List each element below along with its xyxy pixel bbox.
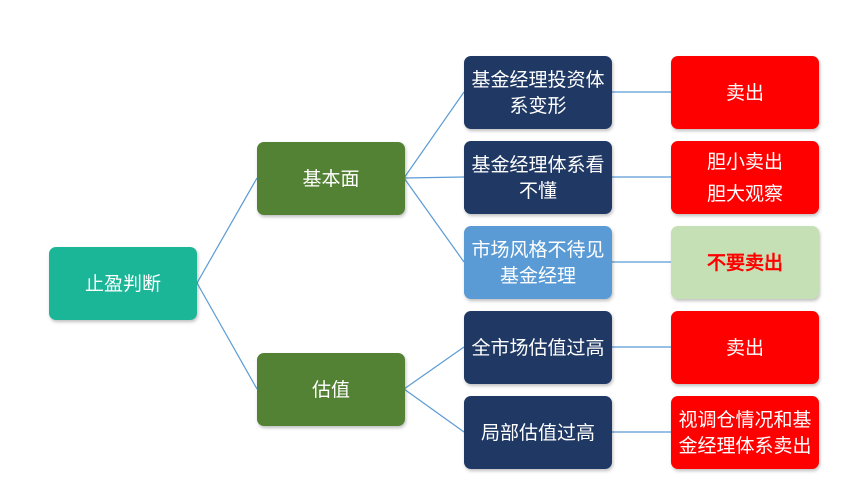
edge-valuation-1 [403, 346, 465, 390]
decision-do-not-sell-label: 不要卖出 [706, 251, 783, 274]
node-style-out-of-favor: 市场风格不待见基金经理 [464, 226, 612, 299]
decision-sell-2-label: 卖出 [725, 336, 764, 359]
root-node-profit-taking: 止盈判断 [49, 247, 197, 320]
decision-conditional-sell-label: 视调仓情况和基金经理体系卖出 [678, 408, 812, 457]
edge-root-valuation [196, 282, 258, 390]
node-fundamentals: 基本面 [257, 142, 405, 215]
manager-system-unclear-label: 基金经理体系看不懂 [471, 153, 605, 202]
valuation-label: 估值 [311, 378, 350, 401]
edge-valuation-2 [403, 388, 465, 433]
edge-fundamentals-3 [403, 177, 465, 263]
edge-fundamentals-2 [403, 176, 465, 179]
decision-bold-watch-label: 胆大观察 [706, 182, 783, 205]
node-partial-overvalued: 局部估值过高 [464, 396, 612, 469]
decision-sell-2: 卖出 [671, 311, 819, 384]
decision-sell-1-label: 卖出 [725, 81, 764, 104]
node-manager-system-unclear: 基金经理体系看不懂 [464, 141, 612, 214]
manager-system-drift-label: 基金经理投资体系变形 [471, 68, 605, 117]
edge-root-fundamentals [196, 177, 258, 284]
node-valuation: 估值 [257, 353, 405, 426]
decision-do-not-sell: 不要卖出 [671, 226, 819, 299]
partial-overvalued-label: 局部估值过高 [480, 421, 595, 444]
node-market-overvalued: 全市场估值过高 [464, 311, 612, 384]
root-label: 止盈判断 [84, 272, 161, 295]
node-manager-system-drift: 基金经理投资体系变形 [464, 56, 612, 129]
market-overvalued-label: 全市场估值过高 [471, 336, 605, 359]
decision-sell-1: 卖出 [671, 56, 819, 129]
style-out-of-favor-label: 市场风格不待见基金经理 [471, 238, 605, 287]
fundamentals-label: 基本面 [302, 167, 360, 190]
decision-cautious: 胆小卖出 胆大观察 [671, 141, 819, 214]
edge-fundamentals-1 [403, 91, 465, 179]
decision-conditional-sell: 视调仓情况和基金经理体系卖出 [671, 396, 819, 469]
decision-timid-sell-label: 胆小卖出 [706, 150, 783, 173]
